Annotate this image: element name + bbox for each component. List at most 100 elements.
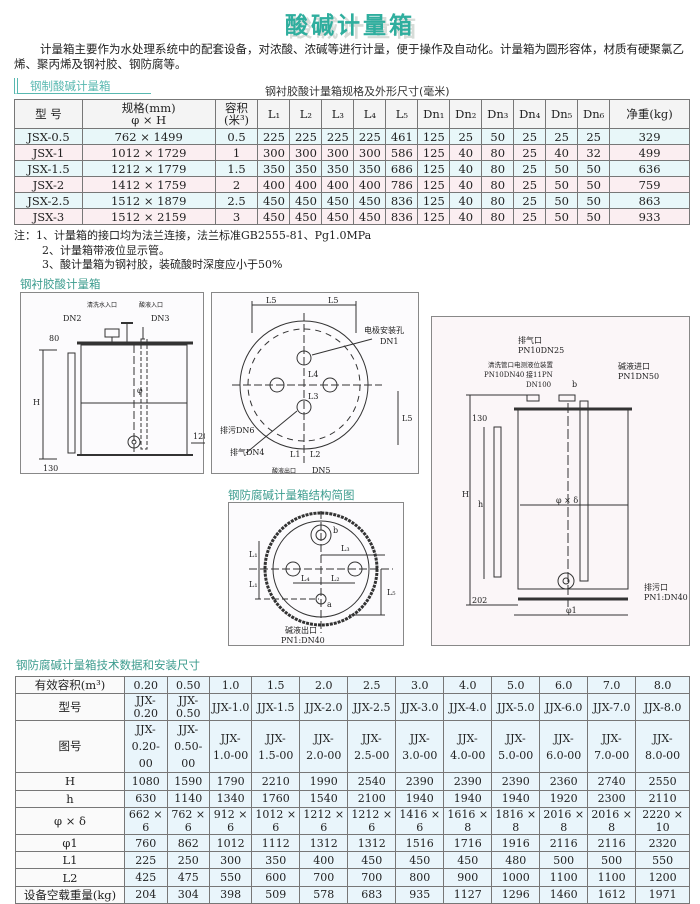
table-cell: 700 bbox=[347, 868, 397, 887]
table-cell: 450 bbox=[347, 851, 397, 870]
table-cell: 329 bbox=[609, 128, 690, 145]
l1-upper: L₁ bbox=[249, 550, 258, 559]
dn1-label: DN1 bbox=[380, 337, 399, 346]
column-header: L₅ bbox=[385, 99, 419, 129]
table-cell: 1296 bbox=[491, 885, 541, 904]
b-label: b bbox=[572, 380, 577, 389]
table-cell: 3 bbox=[214, 208, 259, 225]
table-cell: 1112 bbox=[251, 833, 301, 853]
table-cell: JJX-6.0 bbox=[539, 693, 589, 722]
acid-tank-side-diagram: DN2 DN3 清洗水入口 酸液入口 H 80 120 130 φ bbox=[20, 292, 208, 474]
table-cell: 2360 bbox=[539, 772, 589, 791]
dn3-label: DN3 bbox=[151, 314, 170, 323]
table-cell: 2550 bbox=[635, 772, 690, 791]
table-cell: 400 bbox=[299, 851, 349, 870]
table-cell: 25 bbox=[545, 128, 579, 145]
table-cell: 2110 bbox=[635, 789, 690, 808]
row-label: 型号 bbox=[15, 693, 125, 722]
diameter-thickness-label: φ × δ bbox=[556, 496, 578, 505]
table-cell: 400 bbox=[257, 176, 291, 193]
table-cell: 6.0 bbox=[539, 675, 589, 695]
diagram1-title: 钢衬胶酸计量箱 bbox=[20, 277, 101, 291]
alkali-outlet-label: 碱液出口 bbox=[285, 625, 317, 635]
table-cell: JJX- 8.0-00 bbox=[635, 720, 690, 774]
table-cell: 4.0 bbox=[443, 675, 493, 695]
table-cell: 1140 bbox=[166, 789, 211, 808]
table-cell: 125 bbox=[417, 208, 451, 225]
table-cell: 450 bbox=[443, 851, 493, 870]
notes: 注：1、计量箱的接口均为法兰连接，法兰标准GB2555-81、Pg1.0MPa … bbox=[14, 229, 371, 273]
row-label: L2 bbox=[15, 868, 125, 887]
table-cell: 1 bbox=[214, 144, 259, 161]
table-cell: JJX-7.0 bbox=[587, 693, 637, 722]
table-cell: 450 bbox=[289, 208, 323, 225]
table-cell: 125 bbox=[417, 192, 451, 209]
table-cell: JJX-0.20 bbox=[124, 693, 168, 722]
table-cell: 80 bbox=[481, 192, 515, 209]
phi1-label: φ1 bbox=[566, 606, 577, 615]
table-cell: 2300 bbox=[587, 789, 637, 808]
table-cell: 125 bbox=[417, 144, 451, 161]
table-cell: 762 × 1499 bbox=[81, 128, 216, 145]
row-label: L1 bbox=[15, 851, 125, 870]
table-cell: 1816 × 8 bbox=[491, 806, 541, 835]
table-cell: 32 bbox=[577, 144, 611, 161]
table-cell: 225 bbox=[289, 128, 323, 145]
height-label: H bbox=[462, 490, 469, 499]
table-cell: 1100 bbox=[539, 868, 589, 887]
table-cell: 204 bbox=[124, 885, 168, 904]
cleaning-port-label: 清洗管口电测液位装置 bbox=[488, 360, 554, 369]
table-cell: 125 bbox=[417, 160, 451, 177]
table-cell: 25 bbox=[577, 128, 611, 145]
table-cell: 300 bbox=[257, 144, 291, 161]
table-cell: 578 bbox=[299, 885, 349, 904]
table-cell: 225 bbox=[124, 851, 168, 870]
table-cell: 25 bbox=[513, 160, 547, 177]
column-header: Dn₄ bbox=[513, 99, 547, 129]
table-cell: 1412 × 1759 bbox=[81, 176, 216, 193]
table-cell: 40 bbox=[449, 144, 483, 161]
table-cell: 1000 bbox=[491, 868, 541, 887]
table-cell: 50 bbox=[545, 192, 579, 209]
table-cell: JJX- 4.0-00 bbox=[443, 720, 493, 774]
alkali-inlet-label: 碱液进口 bbox=[618, 361, 650, 371]
dn2-desc: 清洗水入口 bbox=[87, 301, 117, 309]
table-cell: 225 bbox=[353, 128, 387, 145]
table-cell: 500 bbox=[539, 851, 589, 870]
table-cell: 1590 bbox=[166, 772, 211, 791]
table-cell: 2740 bbox=[587, 772, 637, 791]
table-cell: 760 bbox=[124, 833, 168, 853]
table-cell: 912 × 6 bbox=[209, 806, 253, 835]
table-cell: 0.20 bbox=[124, 675, 168, 695]
column-header: Dn₆ bbox=[577, 99, 611, 129]
table-cell: JJX- 2.0-00 bbox=[299, 720, 349, 774]
table-cell: 50 bbox=[577, 208, 611, 225]
table-cell: 1971 bbox=[635, 885, 690, 904]
dn5-label: DN5 bbox=[312, 466, 331, 475]
table-cell: 1460 bbox=[539, 885, 589, 904]
table-cell: 1940 bbox=[395, 789, 445, 808]
dim-202: 202 bbox=[472, 596, 487, 605]
table-cell: 2210 bbox=[251, 772, 301, 791]
column-header: Dn₅ bbox=[545, 99, 579, 129]
table-cell: 450 bbox=[395, 851, 445, 870]
table-cell: JJX- 2.5-00 bbox=[347, 720, 397, 774]
table-cell: 80 bbox=[481, 144, 515, 161]
table-cell: 1.5 bbox=[251, 675, 301, 695]
drain-spec: PN1:DN40 bbox=[644, 593, 688, 602]
table-cell: 2016 × 8 bbox=[587, 806, 637, 835]
table-cell: 1200 bbox=[635, 868, 690, 887]
table-cell: 1612 bbox=[587, 885, 637, 904]
table-cell: 2.5 bbox=[214, 192, 259, 209]
table-cell: 50 bbox=[545, 208, 579, 225]
table-cell: 2390 bbox=[443, 772, 493, 791]
l2-label: L2 bbox=[310, 450, 320, 459]
table-cell: 461 bbox=[385, 128, 419, 145]
table-cell: 25 bbox=[513, 192, 547, 209]
l4-label: L4 bbox=[308, 370, 318, 379]
table-cell: JJX- 6.0-00 bbox=[539, 720, 589, 774]
